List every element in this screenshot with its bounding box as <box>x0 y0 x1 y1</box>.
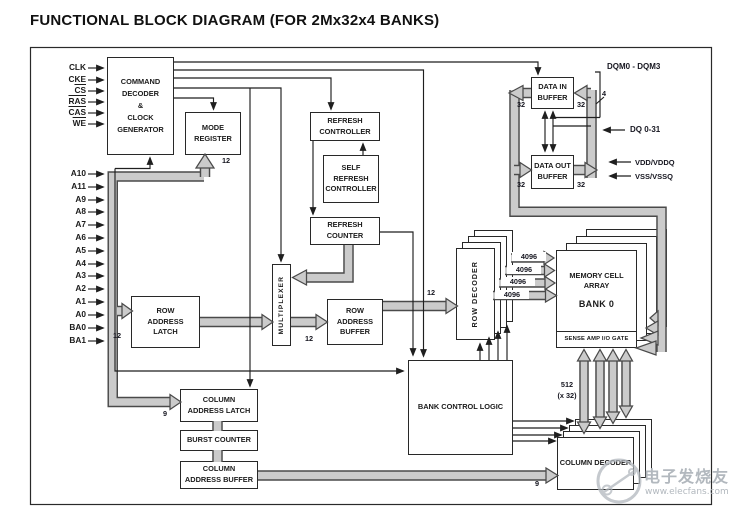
bus-width-row-address-buffer-in: 12 <box>305 334 314 343</box>
pin-label-a9: A9 <box>75 194 86 204</box>
self-refresh-controller-label: SELF REFRESH CONTROLLER <box>325 162 377 194</box>
row-lines-label-3: 4096 <box>501 277 535 286</box>
column-address-latch-label: COLUMN ADDRESS LATCH <box>187 394 251 415</box>
pin-label-a4: A4 <box>75 258 86 268</box>
multiplexer-label: MULTIPLEXER <box>277 275 285 335</box>
pin-label-a11: A11 <box>71 181 86 191</box>
row-address-buffer-label: ROW ADDRESS BUFFER <box>336 305 374 337</box>
vss-pins-label: VSS/VSSQ <box>635 171 673 181</box>
bus-width-data-out-right: 32 <box>577 180 586 189</box>
mode-register-block: MODE REGISTER <box>185 112 241 155</box>
command-decoder-block: COMMAND DECODER & CLOCK GENERATOR <box>107 57 174 155</box>
pin-label-a0: A0 <box>75 309 86 319</box>
refresh-counter-block: REFRESH COUNTER <box>310 217 380 245</box>
pin-label-a3: A3 <box>75 270 86 280</box>
pin-label-a2: A2 <box>75 283 86 293</box>
bank0-label: BANK 0 <box>578 299 615 310</box>
multiplexer-block: MULTIPLEXER <box>272 264 291 346</box>
watermark-text: 电子发烧友 <box>644 467 730 486</box>
bus-width-row-address-latch: 12 <box>113 331 122 340</box>
pin-label-we: WE <box>72 118 86 128</box>
bus-width-mode-register: 12 <box>222 156 231 165</box>
bus-width-data-in-left: 32 <box>517 100 526 109</box>
row-address-buffer-block: ROW ADDRESS BUFFER <box>327 299 383 345</box>
row-lines-label-4: 4096 <box>495 289 529 299</box>
bus-width-data-out-left: 32 <box>517 180 526 189</box>
self-refresh-controller-block: SELF REFRESH CONTROLLER <box>323 155 379 203</box>
pin-label-a5: A5 <box>75 245 86 255</box>
memory-cell-array-label: MEMORY CELL ARRAY <box>569 270 624 291</box>
refresh-controller-label: REFRESH CONTROLLER <box>319 115 371 136</box>
bus-width-row-address-buffer-out: 12 <box>427 288 436 297</box>
bus-width-column-address-latch: 9 <box>163 409 168 418</box>
bus-width-data-in-right: 32 <box>577 100 586 109</box>
pin-label-a8: A8 <box>75 206 86 216</box>
burst-counter-block: BURST COUNTER <box>180 430 258 451</box>
pin-label-a7: A7 <box>75 219 86 229</box>
column-address-buffer-block: COLUMN ADDRESS BUFFER <box>180 461 258 489</box>
data-out-buffer-block: DATA OUT BUFFER <box>531 155 574 189</box>
sense-amp-strip: SENSE AMP I/O GATE <box>557 331 636 347</box>
row-lines-label-1: 4096 <box>512 252 546 261</box>
bank-control-logic-label: BANK CONTROL LOGIC <box>417 402 504 412</box>
pin-label-ba0: BA0 <box>69 322 86 332</box>
pin-label-a1: A1 <box>75 296 86 306</box>
row-address-latch-block: ROW ADDRESS LATCH <box>131 296 200 348</box>
sense-amp-label: SENSE AMP I/O GATE <box>564 336 629 343</box>
dqm-pins-label: DQM0 - DQM3 <box>607 62 661 71</box>
watermark-url: www.elecfans.com <box>645 487 729 497</box>
data-out-buffer-label: DATA OUT BUFFER <box>534 161 571 181</box>
bus-width-column-decoder: 9 <box>535 479 540 488</box>
column-decoder-label: COLUMN DECODER <box>559 458 632 468</box>
row-decoder-block: ROW DECODER <box>456 248 495 340</box>
pin-label-ba1: BA1 <box>69 335 86 345</box>
command-decoder-label: COMMAND DECODER & CLOCK GENERATOR <box>117 77 164 134</box>
pin-label-a6: A6 <box>75 232 86 242</box>
memory-cell-array-block: MEMORY CELL ARRAY BANK 0 SENSE AMP I/O G… <box>556 250 637 348</box>
io-lines-label: 512 <box>560 380 574 389</box>
bus-width-dqm: 4 <box>602 89 607 98</box>
row-address-latch-label: ROW ADDRESS LATCH <box>147 305 184 337</box>
mode-register-label: MODE REGISTER <box>194 122 232 143</box>
pin-label-a10: A10 <box>70 168 86 178</box>
row-lines-label-2: 4096 <box>507 264 541 274</box>
burst-counter-label: BURST COUNTER <box>186 435 252 445</box>
vdd-pins-label: VDD/VDDQ <box>635 157 675 167</box>
io-lines-note-label: (x 32) <box>557 391 577 400</box>
bank-control-logic-block: BANK CONTROL LOGIC <box>408 360 513 455</box>
data-in-buffer-label: DATA IN BUFFER <box>537 82 568 102</box>
data-in-buffer-block: DATA IN BUFFER <box>531 77 574 109</box>
refresh-counter-label: REFRESH COUNTER <box>326 220 364 240</box>
row-decoder-label: ROW DECODER <box>470 260 480 328</box>
pin-label-clk: CLK <box>68 62 86 72</box>
refresh-controller-block: REFRESH CONTROLLER <box>310 112 380 141</box>
dq-pins-label: DQ 0-31 <box>630 125 661 134</box>
page-title: FUNCTIONAL BLOCK DIAGRAM (FOR 2Mx32x4 BA… <box>30 12 440 29</box>
column-address-buffer-label: COLUMN ADDRESS BUFFER <box>184 464 254 484</box>
column-address-latch-block: COLUMN ADDRESS LATCH <box>180 389 258 422</box>
column-decoder-block: COLUMN DECODER <box>557 437 634 490</box>
